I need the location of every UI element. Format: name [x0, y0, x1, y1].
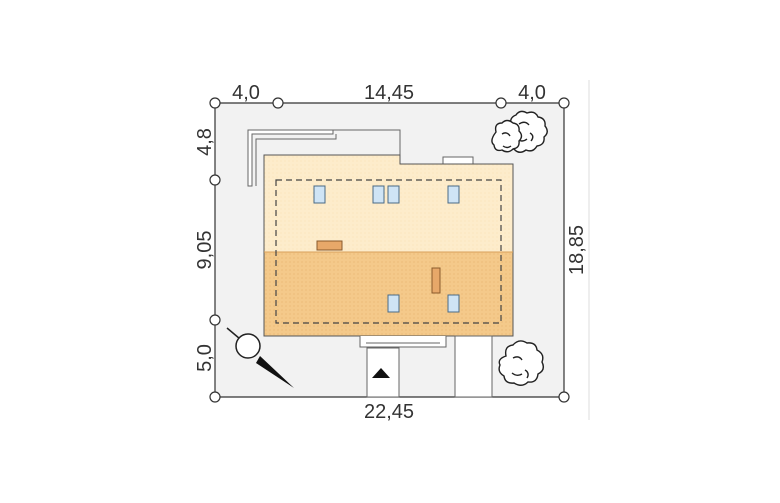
- skylights: [313, 185, 460, 313]
- chimney: [442, 156, 474, 165]
- dim-right: 18,85: [566, 225, 588, 275]
- dimension-nodes: [209, 97, 570, 403]
- roof-overhang-outline: [275, 179, 502, 324]
- terrace: [247, 129, 401, 187]
- dim-top-middle: 14,45: [364, 82, 414, 104]
- chimney-stack-right: [431, 267, 441, 294]
- compass-icon: [226, 327, 294, 388]
- entrance-arrow-icon: [372, 368, 390, 378]
- dim-top-right: 4,0: [518, 82, 546, 104]
- entrance-canopy: [359, 336, 447, 348]
- dim-left-top: 4,8: [194, 128, 216, 156]
- dim-left-bottom: 5,0: [194, 344, 216, 372]
- chimney-stack-left: [316, 240, 343, 251]
- tree-icon: [498, 340, 545, 386]
- tree-icon: [491, 119, 523, 153]
- dim-left-middle: 9,05: [194, 231, 216, 270]
- dim-bottom: 22,45: [364, 401, 414, 423]
- driveway: [366, 335, 493, 398]
- dim-top-left: 4,0: [232, 82, 260, 104]
- house: [263, 154, 514, 337]
